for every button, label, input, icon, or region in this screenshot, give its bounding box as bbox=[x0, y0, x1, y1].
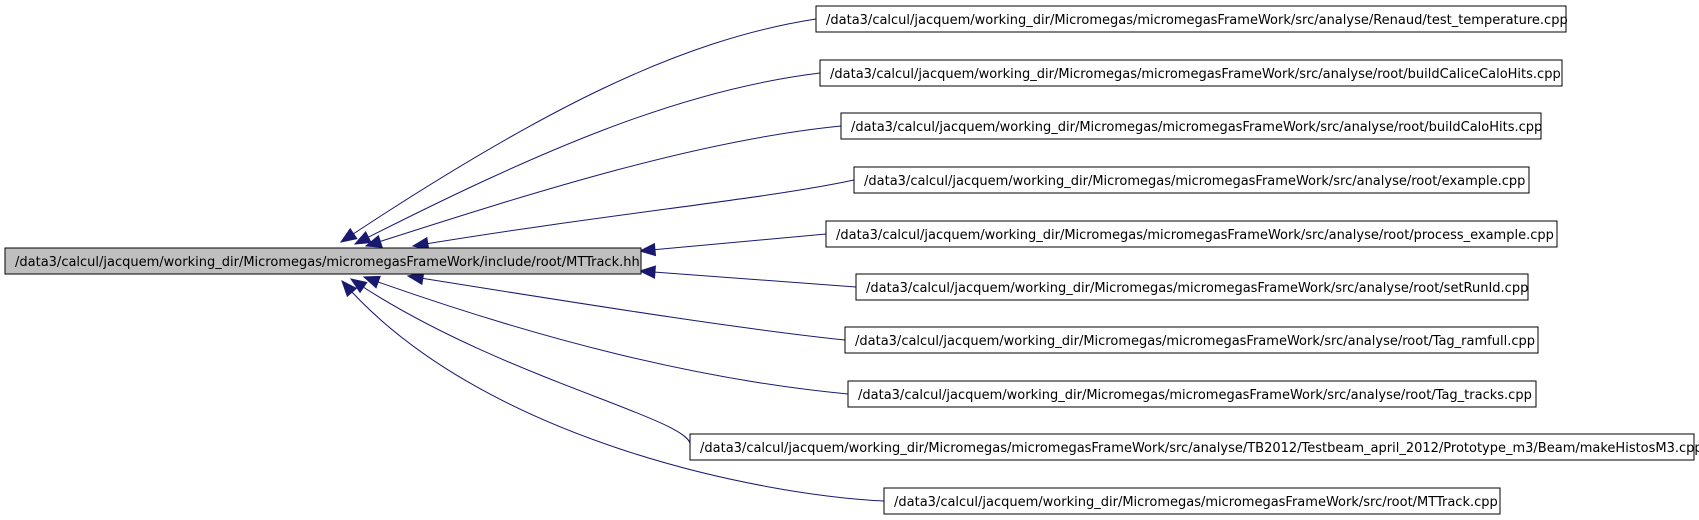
arrowhead bbox=[339, 227, 358, 243]
includer-node[interactable]: /data3/calcul/jacquem/working_dir/Microm… bbox=[855, 273, 1529, 301]
include-edge bbox=[406, 271, 846, 341]
arrowhead bbox=[353, 230, 372, 245]
include-edge bbox=[362, 275, 849, 395]
includer-node-box[interactable] bbox=[819, 59, 1563, 87]
root-node[interactable]: /data3/calcul/jacquem/working_dir/Microm… bbox=[4, 247, 642, 275]
includer-node-box[interactable] bbox=[825, 220, 1558, 248]
includer-node[interactable]: /data3/calcul/jacquem/working_dir/Microm… bbox=[819, 59, 1563, 87]
includer-node[interactable]: /data3/calcul/jacquem/working_dir/Microm… bbox=[840, 112, 1542, 140]
include-edge bbox=[353, 72, 821, 245]
includer-node[interactable]: /data3/calcul/jacquem/working_dir/Microm… bbox=[853, 166, 1530, 194]
arrowhead bbox=[638, 265, 656, 279]
root-node-label: /data3/calcul/jacquem/working_dir/Microm… bbox=[15, 255, 640, 270]
includer-node[interactable]: /data3/calcul/jacquem/working_dir/Microm… bbox=[844, 326, 1539, 354]
includer-node-label: /data3/calcul/jacquem/working_dir/Microm… bbox=[830, 67, 1561, 82]
include-edge-line bbox=[354, 72, 821, 245]
includer-node-box[interactable] bbox=[847, 380, 1537, 408]
include-edge-line bbox=[365, 125, 842, 247]
includer-node-label: /data3/calcul/jacquem/working_dir/Microm… bbox=[864, 174, 1525, 189]
includer-node-label: /data3/calcul/jacquem/working_dir/Microm… bbox=[894, 495, 1498, 510]
includer-node[interactable]: /data3/calcul/jacquem/working_dir/Microm… bbox=[883, 487, 1501, 515]
includer-node[interactable]: /data3/calcul/jacquem/working_dir/Microm… bbox=[847, 380, 1537, 408]
includer-node[interactable]: /data3/calcul/jacquem/working_dir/Microm… bbox=[825, 220, 1558, 248]
includer-node-box[interactable] bbox=[844, 326, 1539, 354]
includer-node-box[interactable] bbox=[883, 487, 1501, 515]
include-edge bbox=[364, 125, 842, 248]
arrowhead bbox=[364, 234, 383, 248]
include-edge-line bbox=[363, 276, 849, 395]
includer-node-label: /data3/calcul/jacquem/working_dir/Microm… bbox=[858, 388, 1532, 403]
root-node-box[interactable] bbox=[4, 247, 642, 275]
arrowhead bbox=[341, 279, 358, 298]
includer-node-box[interactable] bbox=[815, 5, 1567, 33]
include-edge bbox=[638, 233, 827, 257]
includer-node[interactable]: /data3/calcul/jacquem/working_dir/Microm… bbox=[815, 5, 1568, 33]
includer-node[interactable]: /data3/calcul/jacquem/working_dir/Microm… bbox=[689, 433, 1699, 461]
include-edge bbox=[341, 279, 885, 502]
include-edge-line bbox=[639, 233, 827, 252]
include-edge-line bbox=[639, 270, 857, 288]
include-edge-line bbox=[350, 278, 691, 448]
includer-node-box[interactable] bbox=[855, 273, 1529, 301]
include-edge-line bbox=[340, 18, 817, 243]
include-edge bbox=[339, 18, 817, 243]
includer-node-box[interactable] bbox=[840, 112, 1542, 140]
include-edge-line bbox=[407, 275, 846, 341]
includer-node-label: /data3/calcul/jacquem/working_dir/Microm… bbox=[826, 13, 1568, 28]
include-edge-line bbox=[412, 179, 855, 247]
include-edge-line bbox=[341, 280, 885, 502]
includer-node-label: /data3/calcul/jacquem/working_dir/Microm… bbox=[855, 334, 1535, 349]
includer-node-box[interactable] bbox=[689, 433, 1695, 461]
includer-node-label: /data3/calcul/jacquem/working_dir/Microm… bbox=[836, 228, 1554, 243]
include-edge bbox=[411, 179, 855, 251]
arrowhead bbox=[349, 278, 368, 294]
include-edge bbox=[349, 278, 691, 448]
edges bbox=[339, 18, 885, 502]
includer-node-label: /data3/calcul/jacquem/working_dir/Microm… bbox=[700, 441, 1699, 456]
includer-node-label: /data3/calcul/jacquem/working_dir/Microm… bbox=[851, 120, 1542, 135]
arrowhead bbox=[362, 275, 381, 289]
includer-node-label: /data3/calcul/jacquem/working_dir/Microm… bbox=[866, 281, 1528, 296]
includer-node-box[interactable] bbox=[853, 166, 1530, 194]
arrowhead bbox=[638, 242, 657, 257]
include-edge bbox=[638, 265, 857, 288]
nodes: /data3/calcul/jacquem/working_dir/Microm… bbox=[4, 5, 1699, 515]
